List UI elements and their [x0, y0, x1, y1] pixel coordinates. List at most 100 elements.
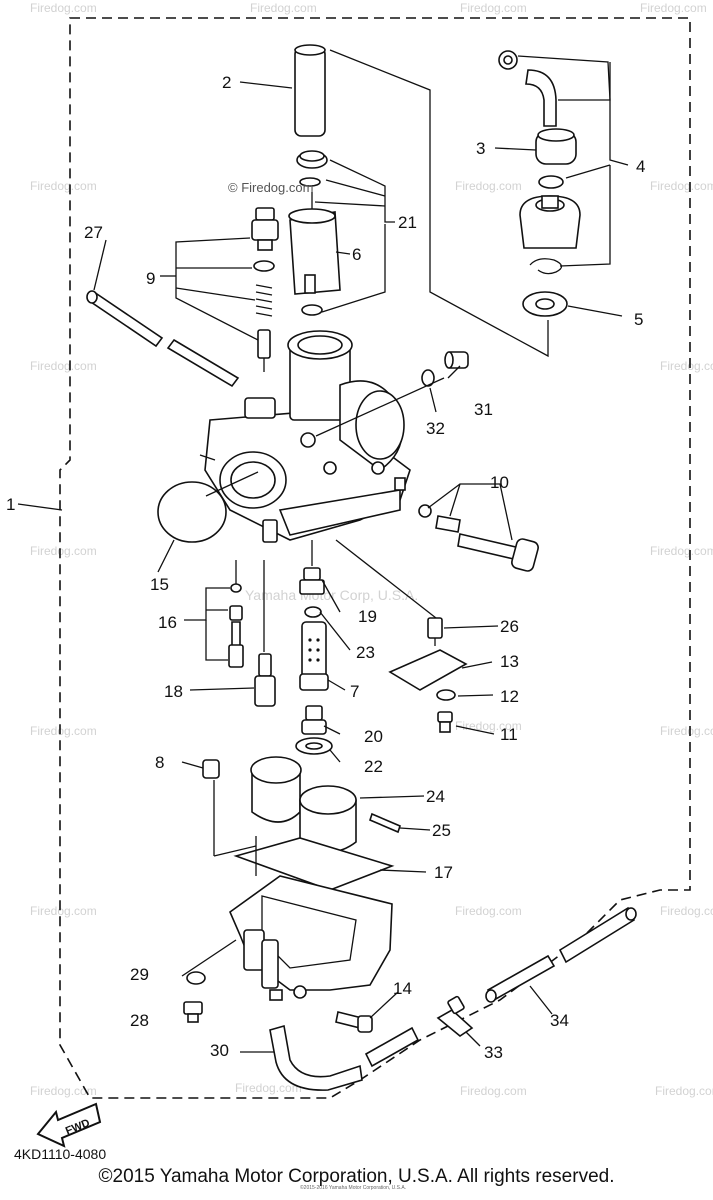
callout-31: 31 [474, 400, 493, 419]
part-9-screw-set [251, 207, 279, 372]
watermark: Firedog.com [30, 544, 97, 558]
part-23-o-ring [304, 606, 322, 618]
part-8-screw [202, 759, 220, 779]
part-26-jet [427, 617, 443, 646]
part-20-jet-holder [301, 705, 327, 735]
footer-copyright: ©2015 Yamaha Motor Corporation, U.S.A. A… [98, 1166, 615, 1187]
callout-17: 17 [434, 863, 453, 882]
callout-23: 23 [356, 643, 375, 662]
part-5-gasket [522, 291, 568, 317]
watermark: Firedog.com [660, 359, 713, 373]
callout-34: 34 [550, 1011, 569, 1030]
part-2-tube [294, 44, 326, 137]
part-25-pin [369, 812, 401, 834]
watermarks: Firedog.com Firedog.com Firedog.com Fire… [30, 1, 713, 1098]
watermark: Firedog.com [30, 1, 97, 15]
watermark: Firedog.com [455, 904, 522, 918]
part-19-needle-jet [299, 567, 325, 595]
part-15-diaphragm [157, 481, 227, 543]
part-11-screw [437, 711, 453, 733]
watermark: Firedog.com [30, 1084, 97, 1098]
watermark: Firedog.com [30, 904, 97, 918]
firedog-watermark-inline: © Firedog.com [228, 180, 313, 195]
callout-28: 28 [130, 1011, 149, 1030]
callout-25: 25 [432, 821, 451, 840]
tiny-copyright: ©2015-2016 Yamaha Motor Corporation, U.S… [300, 1184, 406, 1191]
leader-lines [17, 49, 629, 1053]
carburetor-body [199, 330, 411, 543]
callout-29: 29 [130, 965, 149, 984]
callout-24: 24 [426, 787, 445, 806]
watermark: Firedog.com [660, 904, 713, 918]
part-33-fitting [436, 995, 474, 1037]
fwd-arrow-icon: FWD [36, 1102, 102, 1148]
callout-9: 9 [146, 269, 155, 288]
part-6-throttle-valve [288, 208, 341, 295]
watermark: Firedog.com [455, 179, 522, 193]
callout-10: 10 [490, 473, 509, 492]
callout-15: 15 [150, 575, 169, 594]
watermark: Firedog.com [660, 724, 713, 738]
callout-1: 1 [6, 495, 15, 514]
callout-16: 16 [158, 613, 177, 632]
callout-32: 32 [426, 419, 445, 438]
watermark: Firedog.com [30, 724, 97, 738]
part-17-gasket [233, 837, 395, 891]
float-chamber [229, 875, 393, 1001]
part-18-jet [254, 653, 276, 707]
watermark-center: Yamaha Motor Corp, U.S.A. [245, 587, 418, 603]
watermark: Firedog.com [460, 1084, 527, 1098]
callout-27: 27 [84, 223, 103, 242]
watermark: Firedog.com [650, 179, 713, 193]
callout-12: 12 [500, 687, 519, 706]
part-12-washer [436, 689, 456, 701]
callout-30: 30 [210, 1041, 229, 1060]
figure-code: 4KD1110-4080 [14, 1146, 106, 1162]
part-13-plate [388, 649, 468, 691]
part-27-tube [86, 290, 240, 388]
watermark: Firedog.com [30, 359, 97, 373]
part-10-throttle-screw [418, 504, 539, 572]
part-16-pilot-set [228, 583, 244, 668]
callout-2: 2 [222, 73, 231, 92]
part-30-hose [269, 1024, 363, 1091]
callout-4: 4 [636, 157, 645, 176]
part-32-washer [421, 369, 435, 387]
assembly-outline [59, 17, 691, 1099]
watermark: Firedog.com [655, 1084, 713, 1098]
callout-labels: 1 2 3 4 5 6 7 8 9 10 11 12 13 14 15 16 1… [6, 73, 645, 1062]
callout-3: 3 [476, 139, 485, 158]
callout-5: 5 [634, 310, 643, 329]
callout-14: 14 [393, 979, 412, 998]
part-34-hose [485, 906, 637, 1003]
watermark: Firedog.com [650, 544, 713, 558]
part-14-drain-screw [335, 1011, 373, 1033]
watermark: Firedog.com [460, 1, 527, 15]
callout-11: 11 [500, 725, 518, 744]
callout-33: 33 [484, 1043, 503, 1062]
callout-18: 18 [164, 682, 183, 701]
part-22-washer [295, 737, 333, 755]
part-4-starter-assembly [498, 50, 581, 275]
watermark: Firedog.com [250, 1, 317, 15]
part-24-float [250, 756, 357, 853]
part-21-needle-clip [296, 150, 328, 316]
callout-6: 6 [352, 245, 361, 264]
part-28-screw [183, 1001, 203, 1023]
callout-26: 26 [500, 617, 519, 636]
part-29-washer [186, 971, 206, 985]
callout-22: 22 [364, 757, 383, 776]
part-31-screw [444, 351, 469, 369]
callout-13: 13 [500, 652, 519, 671]
callout-19: 19 [358, 607, 377, 626]
callout-7: 7 [350, 682, 359, 701]
callout-21: 21 [398, 213, 417, 232]
watermark: Firedog.com [30, 179, 97, 193]
callout-8: 8 [155, 753, 164, 772]
part-7-main-jet [299, 621, 329, 691]
watermark: Firedog.com [235, 1081, 302, 1095]
part-30-hose-end [364, 1026, 420, 1068]
callout-20: 20 [364, 727, 383, 746]
watermark: Firedog.com [640, 1, 707, 15]
